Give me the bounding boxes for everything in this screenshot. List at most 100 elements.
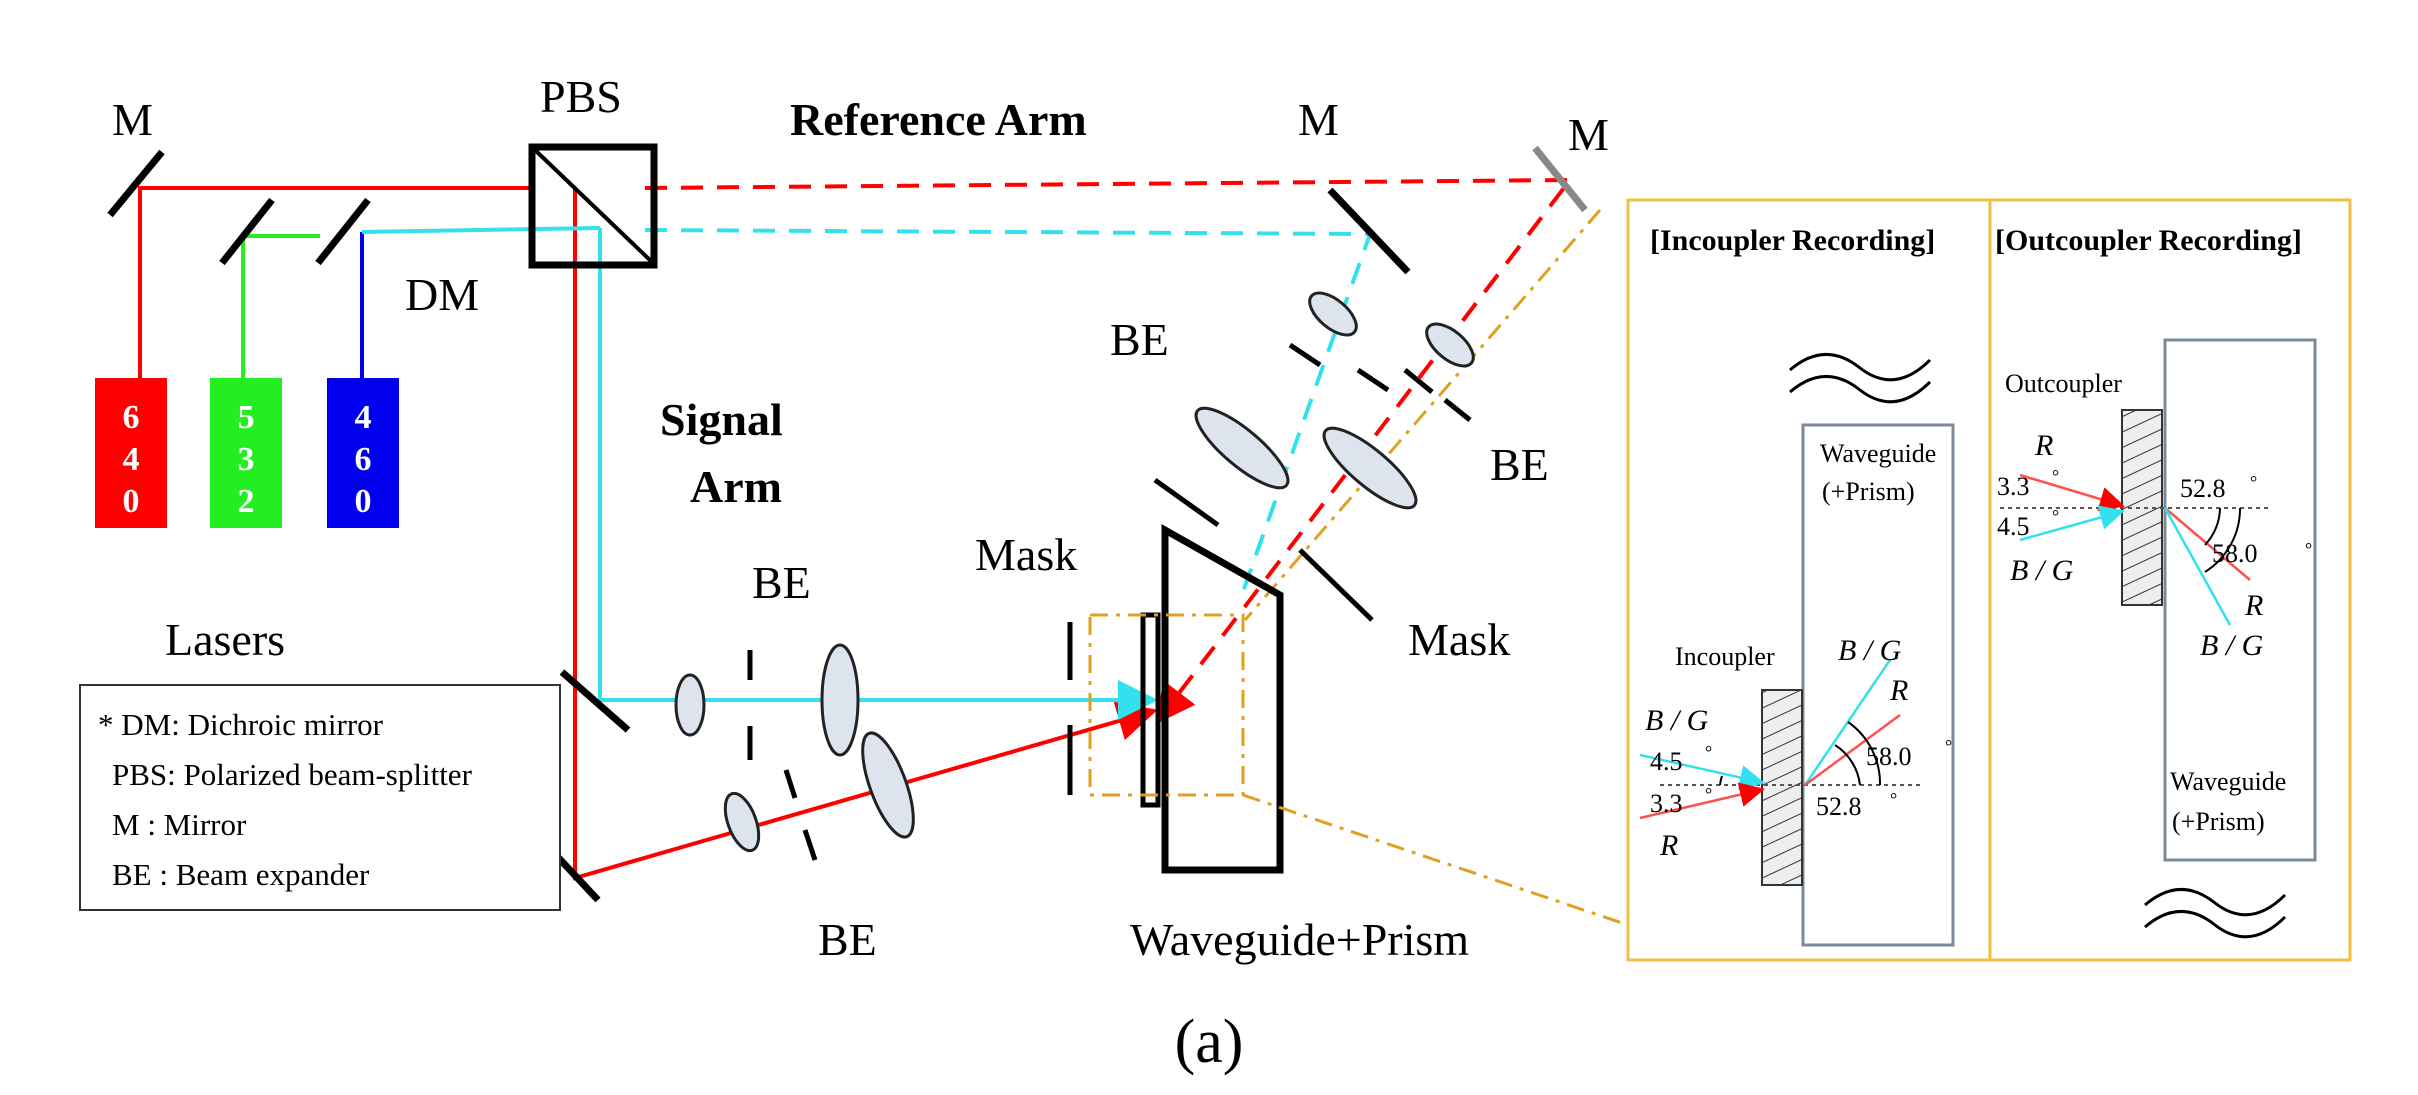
label-signal: Signal: [660, 394, 783, 445]
incoupler-panel: [Incoupler Recording] Waveguide (+Prism)…: [1639, 224, 1955, 947]
waveguide-prism: [1088, 524, 1284, 874]
legend-box: * DM: Dichroic mirror PBS: Polarized bea…: [79, 684, 561, 911]
label-be-right: BE: [1490, 439, 1549, 490]
wave-bottom-2: [2144, 910, 2287, 939]
svg-text:(+Prism): (+Prism): [1822, 477, 1915, 506]
inset-panel: [1626, 198, 2352, 962]
label-arm: Arm: [690, 461, 782, 512]
svg-text:°: °: [1705, 784, 1712, 804]
svg-text:3: 3: [238, 441, 255, 478]
label-mask-right: Mask: [1408, 614, 1510, 665]
subfigure-label: (a): [1175, 1008, 1244, 1076]
lens-ref-red-small: [1425, 322, 1475, 368]
outcoupler-panel: [Outcoupler Recording] Outcoupler R 3.3 …: [1995, 224, 2317, 939]
svg-text:°: °: [1705, 742, 1712, 762]
svg-text:6: 6: [123, 399, 140, 436]
polarizing-beam-splitter: [528, 143, 658, 269]
svg-text:Outcoupler: Outcoupler: [2005, 369, 2122, 398]
label-lasers: Lasers: [165, 614, 285, 665]
legend-m: M : Mirror: [112, 807, 247, 842]
lens-bottom-large: [861, 731, 915, 839]
legend-be: BE : Beam expander: [112, 857, 370, 892]
red-beam-source: [138, 186, 532, 378]
svg-text:5: 5: [238, 399, 255, 436]
svg-text:°: °: [2052, 506, 2059, 526]
svg-text:3.3: 3.3: [1650, 789, 1683, 818]
pinholes: [747, 342, 1472, 861]
label-mask-left: Mask: [975, 529, 1077, 580]
svg-text:6: 6: [355, 441, 372, 478]
svg-text:4: 4: [123, 441, 140, 478]
svg-text:58.0: 58.0: [2212, 539, 2258, 568]
wave-bottom: [2144, 888, 2287, 917]
svg-text:52.8: 52.8: [2180, 474, 2226, 503]
svg-text:°: °: [1890, 789, 1897, 809]
svg-text:R: R: [2034, 429, 2053, 462]
lens-bottom-small: [723, 791, 761, 853]
svg-text:°: °: [2305, 539, 2312, 559]
label-dm: DM: [405, 269, 479, 320]
label-be-signal: BE: [752, 557, 811, 608]
wave-top: [1789, 353, 1932, 382]
mirror-left: [107, 149, 165, 218]
svg-text:B / G: B / G: [2010, 554, 2074, 587]
dichroic-mirror-1: [219, 197, 275, 266]
mirror-reference-mid: [1327, 187, 1411, 275]
legend-dm: * DM: Dichroic mirror: [98, 707, 384, 742]
svg-text:Waveguide: Waveguide: [2170, 767, 2286, 796]
incoupler-waveguide: [1801, 423, 1955, 947]
label-waveguide-prism: Waveguide+Prism: [1130, 914, 1469, 965]
svg-text:B / G: B / G: [1838, 634, 1902, 667]
svg-text:4.5: 4.5: [1650, 747, 1683, 776]
label-be-bottom: BE: [818, 914, 877, 965]
svg-text:R: R: [1659, 829, 1678, 862]
lens-ref-cyan-small: [1308, 291, 1358, 337]
lenses: [674, 291, 1475, 853]
legend-pbs: PBS: Polarized beam-splitter: [112, 757, 473, 792]
incoupler-title: [Incoupler Recording]: [1650, 224, 1935, 257]
svg-text:Incoupler: Incoupler: [1675, 642, 1775, 671]
mirror-signal-upper: [559, 669, 631, 733]
mirror-reference-right: [1532, 145, 1588, 213]
laser-640: 6 4 0: [95, 378, 167, 528]
label-m-left: M: [112, 94, 153, 145]
yellow-dashdot-beam: [1243, 209, 1602, 621]
red-beam-reference: [644, 177, 1575, 725]
svg-text:(+Prism): (+Prism): [2172, 807, 2265, 836]
main-labels: M PBS Reference Arm M M DM BE BE Signal …: [112, 71, 1609, 1076]
laser-460: 4 6 0: [327, 378, 399, 528]
label-m-mid: M: [1298, 94, 1339, 145]
lens-signal-small: [674, 673, 706, 737]
svg-text:°: °: [2250, 472, 2257, 492]
dashdot-highlight: [1088, 613, 1245, 797]
dichroic-mirror-2: [315, 197, 371, 266]
svg-text:52.8: 52.8: [1816, 792, 1862, 821]
svg-text:2: 2: [238, 483, 255, 520]
lens-signal-large: [820, 643, 860, 757]
label-be-upper: BE: [1110, 314, 1169, 365]
svg-text:Waveguide: Waveguide: [1820, 439, 1936, 468]
svg-text:0: 0: [123, 483, 140, 520]
lens-ref-cyan-large: [1194, 406, 1290, 490]
svg-text:3.3: 3.3: [1997, 472, 2030, 501]
label-m-right: M: [1568, 109, 1609, 160]
zoom-link-lines: [1242, 793, 1629, 927]
label-pbs: PBS: [540, 71, 622, 122]
wave-top-2: [1789, 375, 1932, 404]
label-reference-arm: Reference Arm: [790, 94, 1087, 145]
incoupler-grating: [1761, 689, 1803, 886]
mirrors: [107, 145, 1588, 903]
cyan-beam-source: [361, 226, 601, 234]
green-beam: [241, 234, 320, 378]
svg-text:R: R: [2244, 589, 2263, 622]
laser-532: 5 3 2: [210, 378, 282, 528]
svg-text:R: R: [1889, 674, 1908, 707]
svg-text:58.0: 58.0: [1866, 742, 1912, 771]
svg-text:0: 0: [355, 483, 372, 520]
svg-text:B / G: B / G: [2200, 629, 2264, 662]
svg-text:°: °: [2052, 466, 2059, 486]
svg-text:B / G: B / G: [1645, 704, 1709, 737]
cyan-beam-signal: [598, 228, 1158, 720]
svg-text:4: 4: [355, 399, 372, 436]
